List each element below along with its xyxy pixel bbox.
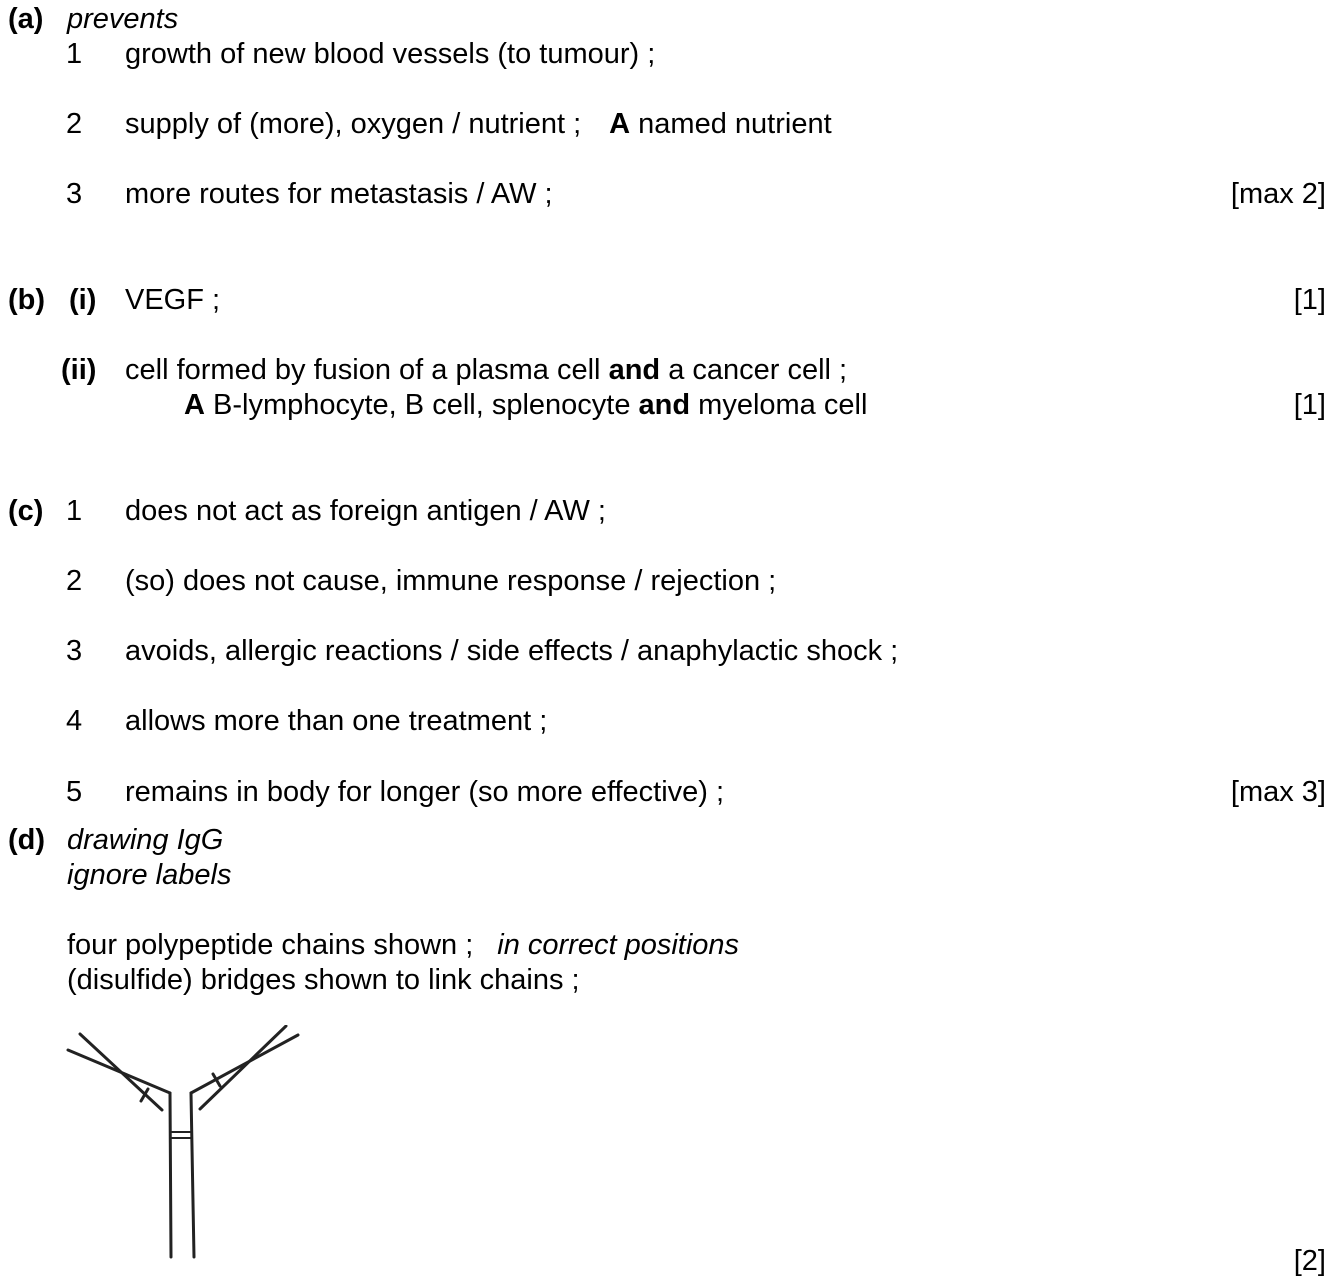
part-d-point-1-text: four polypeptide chains shown ; <box>67 929 474 961</box>
part-b-i-text: VEGF ; <box>125 284 221 316</box>
disulfide-bridge-right <box>211 1072 222 1088</box>
part-c-marks: [max 3] <box>1230 776 1326 808</box>
part-c-point-2-text: (so) does not cause, immune response / r… <box>125 565 777 597</box>
light-chain-left <box>78 1032 164 1112</box>
part-d-note-2: ignore labels <box>67 859 232 891</box>
part-b-ii-marks: [1] <box>1293 389 1326 421</box>
part-d-label: (d) <box>8 824 46 856</box>
part-a-intro: prevents <box>67 3 179 35</box>
part-b-ii-accept-text-1: B-lymphocyte, B cell, splenocyte <box>213 389 631 421</box>
heavy-chain-left-stem <box>168 1091 173 1259</box>
part-d-point-1-note: in correct positions <box>497 929 740 961</box>
part-b-ii-and-1: and <box>608 354 661 386</box>
part-a-point-3-number: 3 <box>66 178 83 210</box>
part-d-marks: [2] <box>1293 1245 1326 1277</box>
light-chain-right <box>198 1025 288 1111</box>
part-c-point-3-number: 3 <box>66 635 83 667</box>
part-b-ii-accept: A B-lymphocyte, B cell, splenocyte and m… <box>184 388 867 422</box>
part-b-ii-and-2: and <box>638 389 691 421</box>
part-b-ii-text-2: a cancer cell ; <box>668 354 848 386</box>
part-b-ii-text-1: cell formed by fusion of a plasma cell <box>125 354 601 386</box>
part-c-point-2-number: 2 <box>66 565 83 597</box>
part-c-point-1-text: does not act as foreign antigen / AW ; <box>125 495 606 527</box>
disulfide-bridge-left <box>139 1087 150 1103</box>
part-b-i-label: (i) <box>69 284 97 316</box>
part-a-point-1-number: 1 <box>66 38 83 70</box>
igg-antibody-drawing <box>66 1025 300 1259</box>
part-c-point-5-text: remains in body for longer (so more effe… <box>125 776 725 808</box>
part-b-ii-text: cell formed by fusion of a plasma cell a… <box>125 353 847 387</box>
part-c-label: (c) <box>8 495 44 527</box>
part-a-label: (a) <box>8 3 44 35</box>
heavy-chain-right-stem <box>189 1091 196 1259</box>
part-a-point-2-main: supply of (more), oxygen / nutrient ; <box>125 108 582 140</box>
part-b-label: (b) <box>8 284 46 316</box>
accept-marker: A <box>609 108 631 140</box>
accept-marker: A <box>184 389 205 421</box>
part-b-ii-label: (ii) <box>61 354 97 386</box>
part-c-point-5-number: 5 <box>66 776 83 808</box>
part-c-point-1-number: 1 <box>66 495 83 527</box>
part-b-ii-accept-text-2: myeloma cell <box>698 389 868 421</box>
part-d-note-1: drawing IgG <box>67 824 224 856</box>
part-d-point-2: (disulfide) bridges shown to link chains… <box>67 964 580 996</box>
part-a-marks: [max 2] <box>1230 178 1326 210</box>
part-b-i-marks: [1] <box>1293 284 1326 316</box>
part-c-point-4-number: 4 <box>66 705 83 737</box>
part-a-point-1-text: growth of new blood vessels (to tumour) … <box>125 38 656 70</box>
part-a-point-2-accept: named nutrient <box>638 108 832 140</box>
part-d-point-1: four polypeptide chains shown ; in correc… <box>67 928 739 962</box>
part-a-point-2-number: 2 <box>66 108 83 140</box>
part-a-point-2-text: supply of (more), oxygen / nutrient ; A n… <box>125 107 832 141</box>
part-c-point-4-text: allows more than one treatment ; <box>125 705 548 737</box>
part-a-point-3-text: more routes for metastasis / AW ; <box>125 178 553 210</box>
part-c-point-3-text: avoids, allergic reactions / side effect… <box>125 635 899 667</box>
